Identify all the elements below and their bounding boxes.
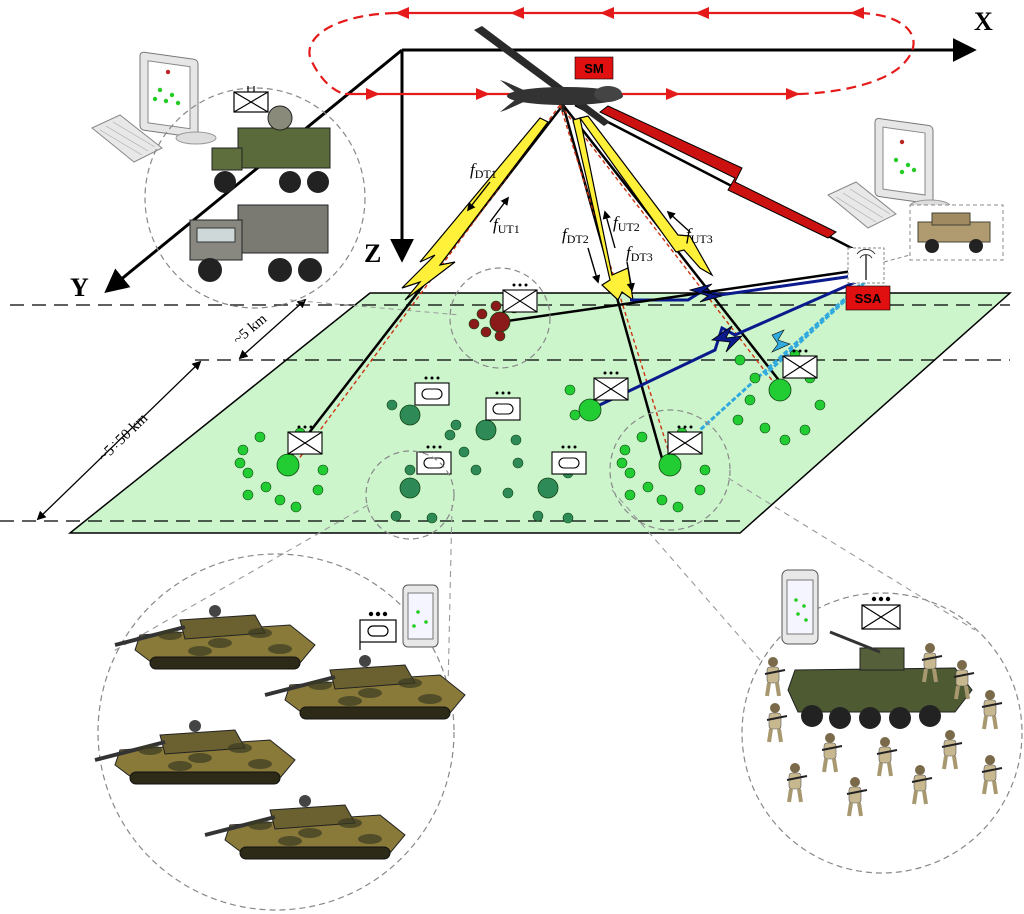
unit-symbol-icon-command [233,86,269,113]
cluster-dark-3 [450,419,522,476]
link-label-ut1: fUT1 [493,215,520,236]
unit-symbol-maroon [502,283,538,313]
radar-truck-icon [211,105,331,193]
tank-icon-4 [204,795,406,860]
zoom-circle-infantry [741,592,1023,874]
trajectory-arrowheads [366,7,864,100]
unit-symbol-icon-infantry [861,596,901,630]
coordinate-axes [104,38,977,294]
axis-z-label: Z [364,239,381,268]
link-label-dt1: fDT1 [470,160,497,181]
soldier-icon-12 [911,765,933,805]
soldier-icon-9 [981,755,1003,795]
cyan-bolt [771,329,791,353]
link-label-dt3: fDT3 [626,243,653,264]
computer-icon-left [91,51,217,163]
ground-unit-clusters [234,283,826,524]
soldier-icon-8 [941,730,963,770]
depth-label: ~5 km [230,311,270,348]
zoom-circle-tanks [97,553,455,911]
soldier-icon-1 [764,657,786,697]
sm-tag: SM [574,56,614,80]
cluster-right [732,349,826,446]
uav-icon [474,26,623,126]
sm-tag-label: SM [584,61,604,76]
tablet-icon-infantry [781,569,819,645]
soldier-icon-11 [846,777,868,817]
soldier-icon-7 [876,737,898,777]
tablet-icon-tanks [402,584,439,648]
soldier-icon-4 [981,690,1003,730]
ground-zoom-circles [365,267,731,540]
unit-symbol-mid [593,371,629,401]
soldier-icon-10 [786,763,808,803]
tank-icon-3 [94,720,296,785]
soldier-icon-6 [821,733,843,773]
axis-x-label: X [974,7,993,36]
cluster-center-right [616,427,711,513]
cluster-dark-2 [386,399,456,441]
tank-icon-1 [114,605,316,670]
ground-plane [67,292,1012,534]
ssa-station: SSA [845,247,891,311]
unit-symbol-dark-4 [551,445,587,475]
unit-symbol-center-right [667,425,703,455]
soldier-icon-3 [953,660,975,700]
unit-symbol-left [287,425,323,455]
link-labels: fDT1 fUT1 fDT2 fUT2 fDT3 fUT3 [470,160,713,264]
command-truck-icon [189,204,329,282]
soldier-icon-2 [921,643,943,683]
tank-group [94,605,466,860]
zoom-circle-command [144,87,366,309]
ssa-red-link [599,105,837,239]
blue-bolts [688,283,744,353]
reference-dashes [0,304,1010,522]
link-label-dt2: fDT2 [562,225,589,246]
unit-symbol-dark-2 [414,376,450,406]
tank-icon-2 [264,655,466,720]
computer-icon-right [827,117,951,229]
soldier-group [764,643,1003,817]
axis-y-label: Y [70,273,89,302]
apc-icon [787,630,973,729]
humvee-icon [883,204,1004,263]
unit-symbol-right [782,349,818,379]
ssa-tag-label: SSA [855,291,882,306]
link-label-ut3: fUT3 [686,225,713,246]
cluster-dark-1 [390,464,438,524]
link-direction-arrows [466,181,691,292]
width-label: ~5÷50 km [96,410,152,465]
unit-symbol-icon-tanks [359,611,397,650]
dimension-depth: ~5 km [230,298,307,360]
link-label-ut2: fUT2 [613,213,640,234]
soldier-icon-5 [766,703,788,743]
zoom-leader-lines [111,477,976,691]
unit-symbol-dark-3 [485,391,521,421]
